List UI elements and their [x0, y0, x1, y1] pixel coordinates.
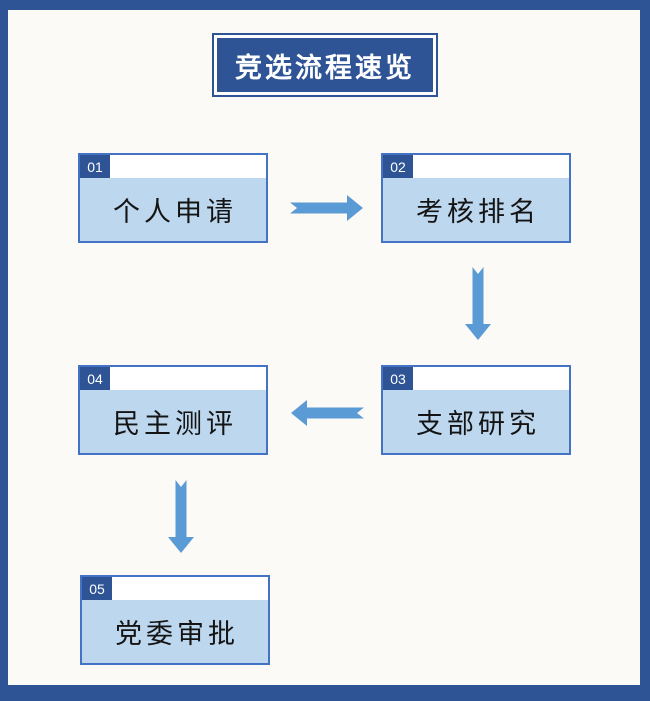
step-01-number-badge: 01 — [80, 155, 110, 178]
step-04-number-badge: 04 — [80, 367, 110, 390]
flow-step-01: 01 个人申请 — [78, 153, 268, 243]
step-01-header: 01 — [80, 155, 266, 178]
step-01-label: 个人申请 — [113, 197, 237, 227]
step-04-header: 04 — [80, 367, 266, 390]
step-03-number-badge: 03 — [383, 367, 413, 390]
diagram-title-fill: 竞选流程速览 — [217, 38, 433, 92]
step-02-number-badge: 02 — [383, 155, 413, 178]
step-04-label: 民主测评 — [113, 409, 237, 439]
step-05-number-badge: 05 — [82, 577, 112, 600]
step-02-label: 考核排名 — [416, 197, 540, 227]
flow-step-03: 03 支部研究 — [381, 365, 571, 455]
step-04-body: 民主测评 — [80, 390, 266, 453]
flow-step-02: 02 考核排名 — [381, 153, 571, 243]
step-03-label: 支部研究 — [416, 409, 540, 439]
arrow-down-icon-1 — [465, 267, 491, 340]
step-03-body: 支部研究 — [383, 390, 569, 453]
canvas-background — [8, 10, 640, 685]
step-03-header: 03 — [383, 367, 569, 390]
arrow-down-icon-2 — [168, 480, 194, 553]
diagram-title: 竞选流程速览 — [235, 52, 415, 83]
arrow-right-icon — [290, 195, 363, 221]
flow-step-05: 05 党委审批 — [80, 575, 270, 665]
diagram-title-box: 竞选流程速览 — [212, 33, 438, 97]
step-05-body: 党委审批 — [82, 600, 268, 663]
flow-step-04: 04 民主测评 — [78, 365, 268, 455]
step-05-label: 党委审批 — [115, 619, 239, 649]
arrow-left-icon — [291, 400, 364, 426]
step-01-body: 个人申请 — [80, 178, 266, 241]
step-02-header: 02 — [383, 155, 569, 178]
step-02-body: 考核排名 — [383, 178, 569, 241]
step-05-header: 05 — [82, 577, 268, 600]
